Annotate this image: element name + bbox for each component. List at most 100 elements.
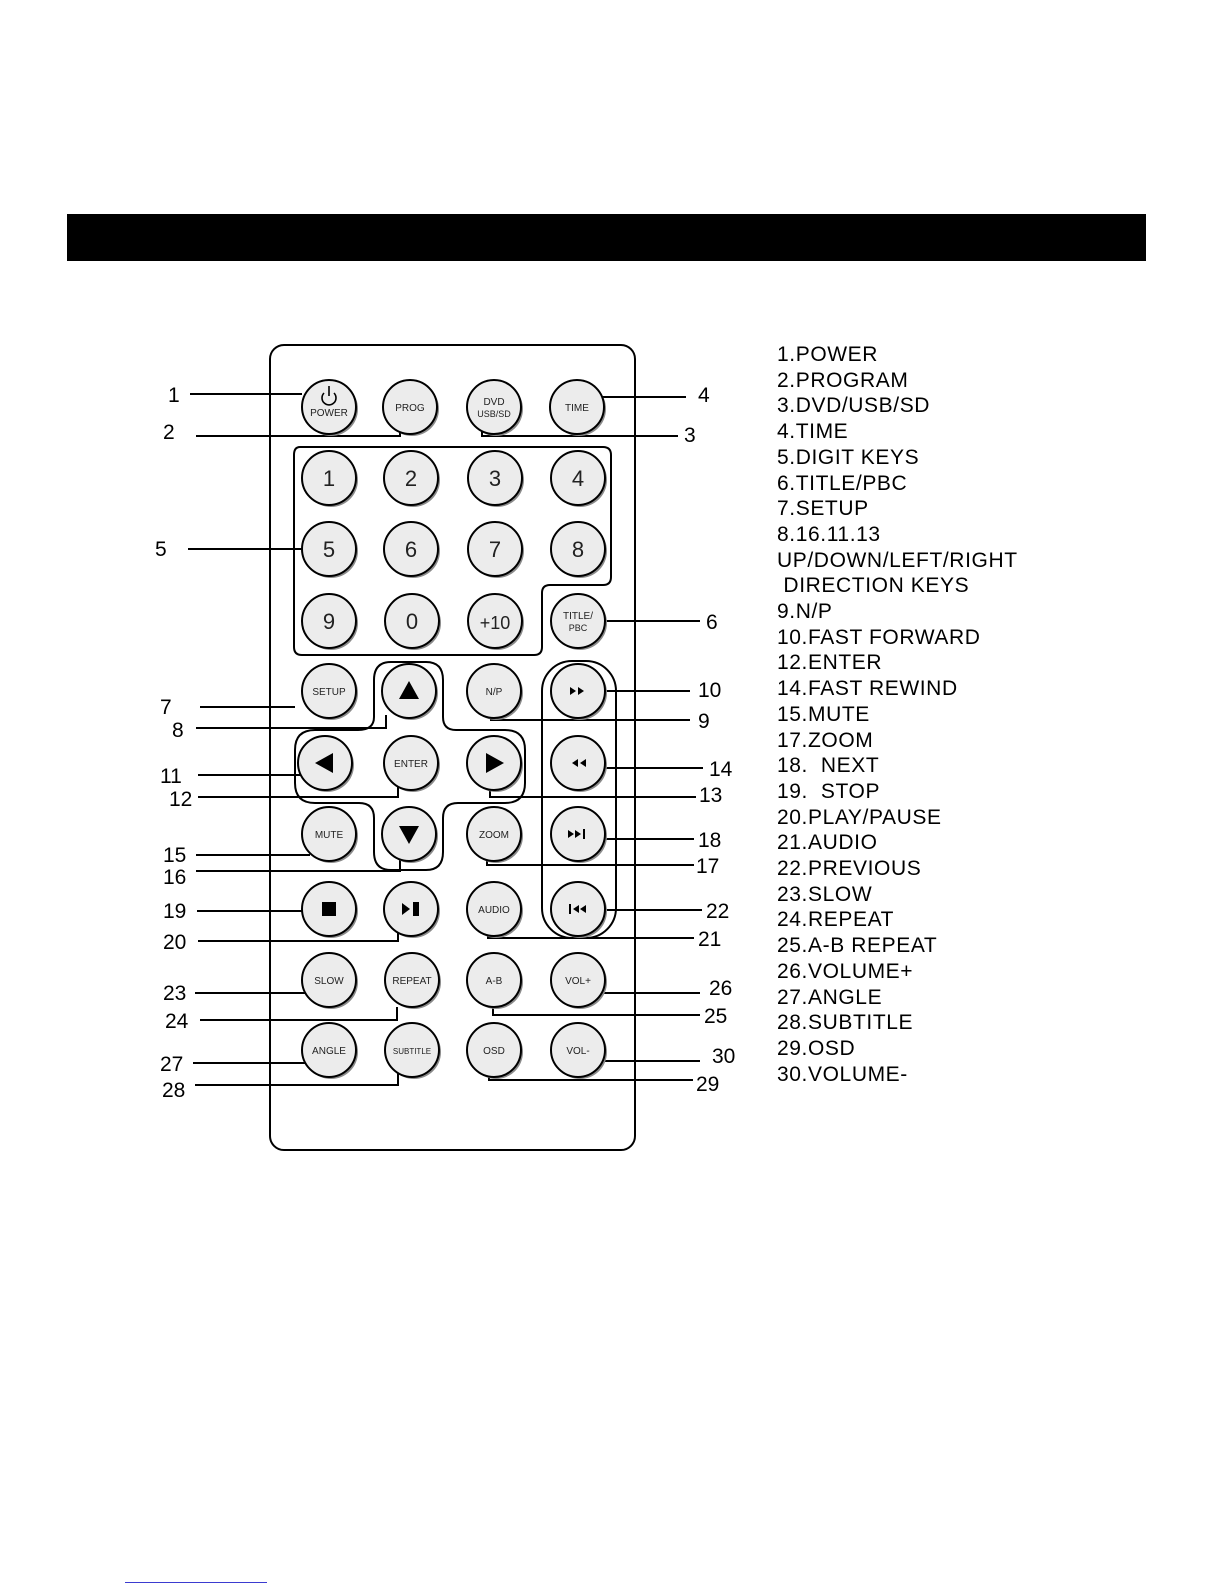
subtitle-button[interactable]: SUBTITLE xyxy=(384,1022,441,1079)
power-button[interactable]: POWER xyxy=(301,379,358,436)
power-icon xyxy=(321,386,337,406)
button-face xyxy=(301,593,357,649)
power-label: POWER xyxy=(310,408,348,419)
setup-label: SETUP xyxy=(312,687,346,698)
callout-number: 5 xyxy=(155,538,167,561)
dvd-label: DVD xyxy=(483,397,504,408)
button-face xyxy=(466,379,522,435)
next-icon xyxy=(568,829,585,839)
button-face xyxy=(550,521,606,577)
legend-item: 24.REPEAT xyxy=(777,908,895,932)
callout-number: 27 xyxy=(160,1053,183,1076)
repeat-button[interactable]: REPEAT xyxy=(384,952,441,1009)
fast-rewind-icon xyxy=(572,759,586,767)
section-header-bar xyxy=(67,214,1146,261)
d3-button[interactable]: 3 xyxy=(467,450,524,507)
legend-item: 3.DVD/USB/SD xyxy=(777,394,931,418)
button-face xyxy=(466,1022,522,1078)
angle-button[interactable]: ANGLE xyxy=(301,1022,358,1079)
osd-button[interactable]: OSD xyxy=(466,1022,523,1079)
setup-button[interactable]: SETUP xyxy=(301,663,358,720)
d2-label: 2 xyxy=(405,466,417,491)
button-face xyxy=(550,450,606,506)
callout-number: 19 xyxy=(163,900,186,923)
legend-item: 28.SUBTITLE xyxy=(777,1011,914,1035)
legend-item: 27.ANGLE xyxy=(777,985,883,1009)
button-face xyxy=(550,952,606,1008)
volp-button[interactable]: VOL+ xyxy=(550,952,607,1009)
callout-number: 6 xyxy=(706,611,718,634)
button-face xyxy=(549,379,605,435)
legend-item: 5.DIGIT KEYS xyxy=(777,445,920,469)
audio-label: AUDIO xyxy=(478,905,510,916)
slow-label: SLOW xyxy=(314,976,344,987)
callout-number: 25 xyxy=(704,1005,727,1028)
right-arrow-button[interactable] xyxy=(466,735,523,792)
callout-number: 2 xyxy=(163,421,175,444)
p10-button[interactable]: +10 xyxy=(467,593,524,650)
enter-button[interactable]: ENTER xyxy=(383,735,440,792)
callout-number: 10 xyxy=(698,679,721,702)
d1-button[interactable]: 1 xyxy=(301,450,358,507)
legend-item: 21.AUDIO xyxy=(777,831,878,855)
callout-number: 22 xyxy=(706,900,729,923)
d7-label: 7 xyxy=(489,537,501,562)
d9-button[interactable]: 9 xyxy=(301,593,358,650)
time-button[interactable]: TIME xyxy=(549,379,606,436)
d3-label: 3 xyxy=(489,466,501,491)
legend-item: 19. STOP xyxy=(777,779,881,803)
legend-item: 1.POWER xyxy=(777,343,879,366)
audio-button[interactable]: AUDIO xyxy=(466,881,523,938)
down-arrow-button[interactable] xyxy=(381,806,438,863)
d5-button[interactable]: 5 xyxy=(301,521,358,578)
next-button[interactable] xyxy=(550,806,607,863)
fast-forward-button[interactable] xyxy=(550,663,607,720)
volm-button[interactable]: VOL- xyxy=(550,1022,607,1079)
stop-button[interactable] xyxy=(301,881,358,938)
play-pause-button[interactable] xyxy=(383,881,440,938)
left-arrow-icon xyxy=(315,753,333,773)
button-face xyxy=(301,1022,357,1078)
d8-button[interactable]: 8 xyxy=(550,521,607,578)
legend-item: 20.PLAY/PAUSE xyxy=(777,805,942,829)
dvd-label-line2: USB/SD xyxy=(477,409,511,419)
legend-item: 12.ENTER xyxy=(777,651,883,675)
title-button[interactable]: TITLE/PBC xyxy=(550,593,607,650)
mute-button[interactable]: MUTE xyxy=(301,806,358,863)
osd-label: OSD xyxy=(483,1046,505,1057)
keypad-frame xyxy=(293,446,612,656)
d0-button[interactable]: 0 xyxy=(384,593,441,650)
legend-item: 26.VOLUME+ xyxy=(777,959,914,983)
zoom-button[interactable]: ZOOM xyxy=(466,806,523,863)
callout-number: 24 xyxy=(165,1010,189,1033)
previous-button[interactable] xyxy=(550,881,607,938)
button-face xyxy=(301,379,357,435)
subtitle-label: SUBTITLE xyxy=(393,1047,431,1056)
slow-button[interactable]: SLOW xyxy=(301,952,358,1009)
callout-number: 21 xyxy=(698,928,721,951)
np-label: N/P xyxy=(486,687,503,698)
title-label-line2: PBC xyxy=(569,623,588,633)
d6-label: 6 xyxy=(405,537,417,562)
legend-item: 29.OSD xyxy=(777,1036,856,1060)
fast-rewind-button[interactable] xyxy=(550,735,607,792)
direction-pad-frame xyxy=(294,661,526,871)
prog-label: PROG xyxy=(395,403,425,414)
prog-button[interactable]: PROG xyxy=(382,379,439,436)
legend-item: 17.ZOOM xyxy=(777,728,874,752)
callout-number: 1 xyxy=(168,384,180,407)
ab-button[interactable]: A-B xyxy=(466,952,523,1009)
d2-button[interactable]: 2 xyxy=(383,450,440,507)
d9-label: 9 xyxy=(323,609,335,634)
button-face xyxy=(467,593,523,649)
callout-number: 28 xyxy=(162,1079,185,1102)
d7-button[interactable]: 7 xyxy=(467,521,524,578)
np-button[interactable]: N/P xyxy=(466,663,523,720)
up-arrow-button[interactable] xyxy=(381,663,438,720)
d6-button[interactable]: 6 xyxy=(383,521,440,578)
d4-button[interactable]: 4 xyxy=(550,450,607,507)
button-face xyxy=(550,1022,606,1078)
left-arrow-button[interactable] xyxy=(297,735,354,792)
